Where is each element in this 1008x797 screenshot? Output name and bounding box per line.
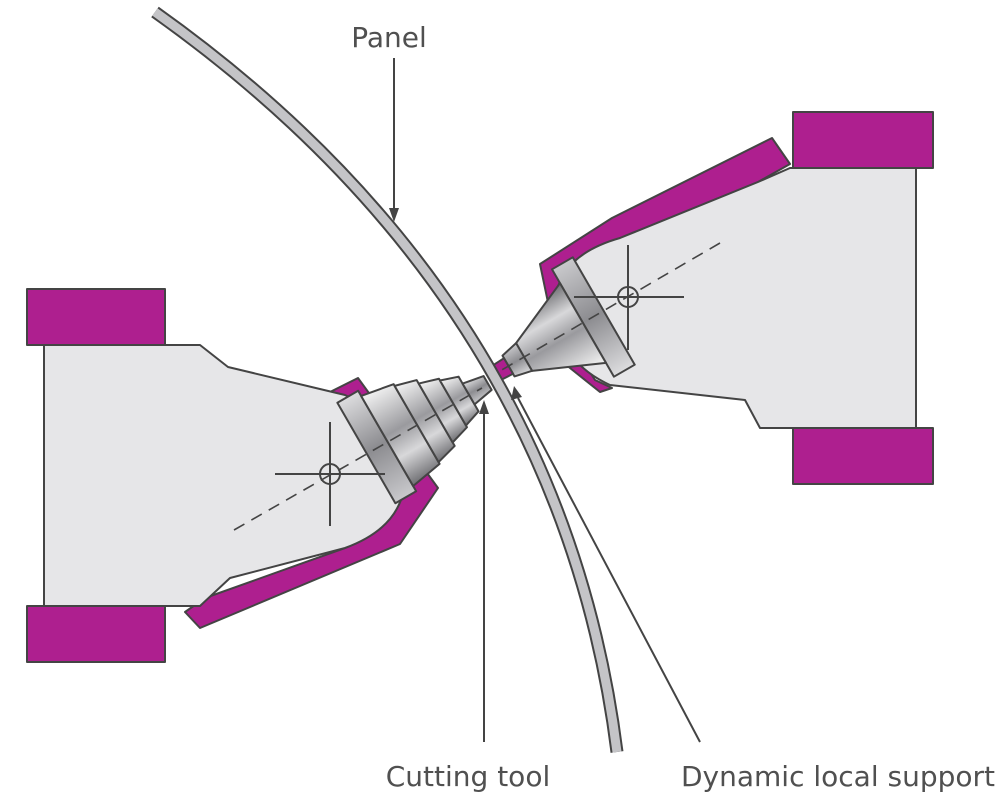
right-pad-top <box>792 111 934 169</box>
support-arrowhead <box>511 386 522 400</box>
support-leader <box>517 397 701 743</box>
right-crosshair <box>574 245 684 350</box>
left-machine-head <box>26 288 493 663</box>
left-crosshair <box>275 422 385 526</box>
right-axis-line <box>487 242 721 379</box>
leader-lines <box>389 58 701 743</box>
cutting-tool-arrowhead <box>479 400 489 414</box>
label-panel: Panel <box>351 21 427 54</box>
panel-arrowhead <box>389 208 399 222</box>
left-axis-line <box>233 387 483 531</box>
left-pad-bottom <box>26 605 166 663</box>
label-cutting-tool: Cutting tool <box>386 760 550 793</box>
right-pad-bottom <box>792 427 934 485</box>
label-dynamic-local-support: Dynamic local support <box>681 760 995 793</box>
curved-panel <box>151 6 624 753</box>
right-machine-head <box>486 111 934 485</box>
left-pad-top <box>26 288 166 346</box>
